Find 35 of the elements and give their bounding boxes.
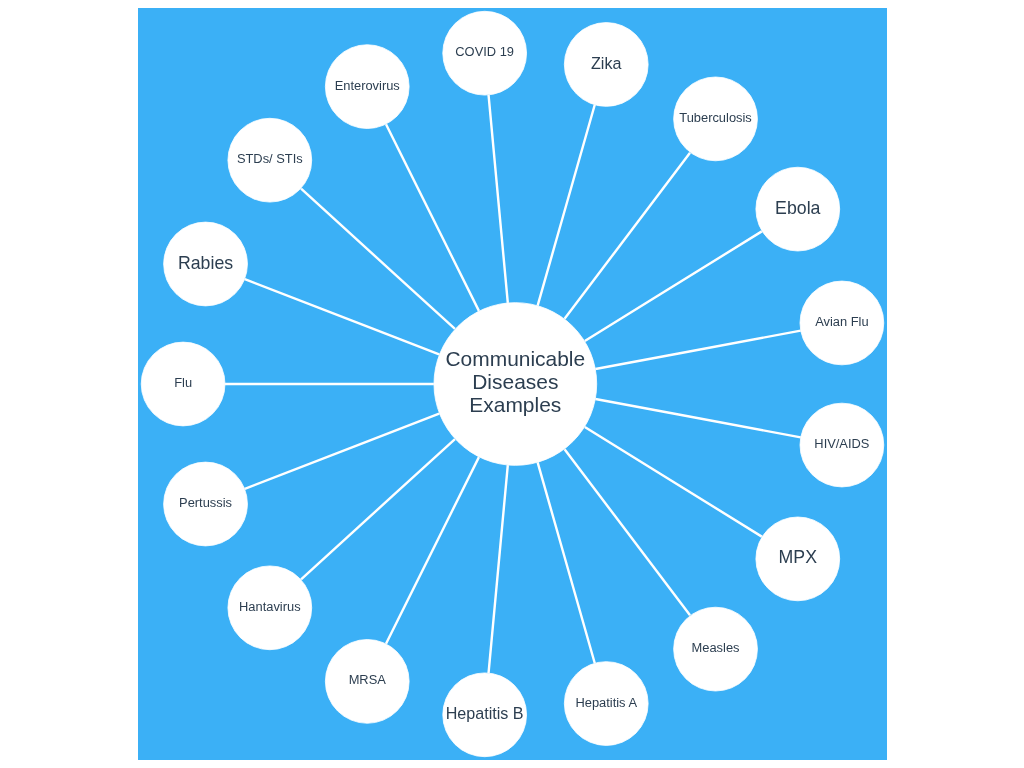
- connector: [299, 438, 456, 581]
- connector: [594, 397, 801, 439]
- connector: [535, 104, 596, 306]
- connector: [563, 448, 691, 617]
- node-circle: COVID 19: [441, 10, 527, 96]
- node-circle: Enterovirus: [324, 44, 410, 129]
- connector: [243, 278, 440, 356]
- node-circle: Hepatitis A: [563, 661, 649, 746]
- connector: [535, 462, 596, 664]
- node-circle: Pertussis: [162, 461, 248, 547]
- connector: [224, 382, 434, 386]
- connector: [563, 151, 691, 320]
- connector: [384, 456, 480, 645]
- connector: [583, 230, 762, 342]
- connector: [384, 123, 480, 312]
- node-circle: Hepatitis B: [441, 672, 527, 758]
- node-circle: Hantavirus: [227, 565, 312, 651]
- node-circle: MRSA: [324, 639, 410, 724]
- connector: [486, 94, 509, 303]
- connector: [486, 465, 509, 674]
- connector: [299, 187, 456, 330]
- connector: [594, 329, 801, 371]
- node-circle: MPX: [755, 516, 840, 602]
- node-circle: Rabies: [162, 221, 248, 307]
- connector: [243, 412, 440, 490]
- node-circle: Avian Flu: [799, 280, 884, 366]
- node-circle: Tuberculosis: [672, 76, 758, 162]
- node-circle: Flu: [140, 341, 225, 427]
- node-circle: Zika: [563, 22, 649, 107]
- node-circle: HIV/AIDS: [799, 402, 884, 488]
- connector: [583, 426, 762, 538]
- node-circle: Communicable Diseases Examples: [433, 302, 597, 466]
- node-circle: Ebola: [755, 166, 840, 252]
- node-circle: Measles: [672, 606, 758, 692]
- node-circle: STDs/ STIs: [227, 117, 312, 203]
